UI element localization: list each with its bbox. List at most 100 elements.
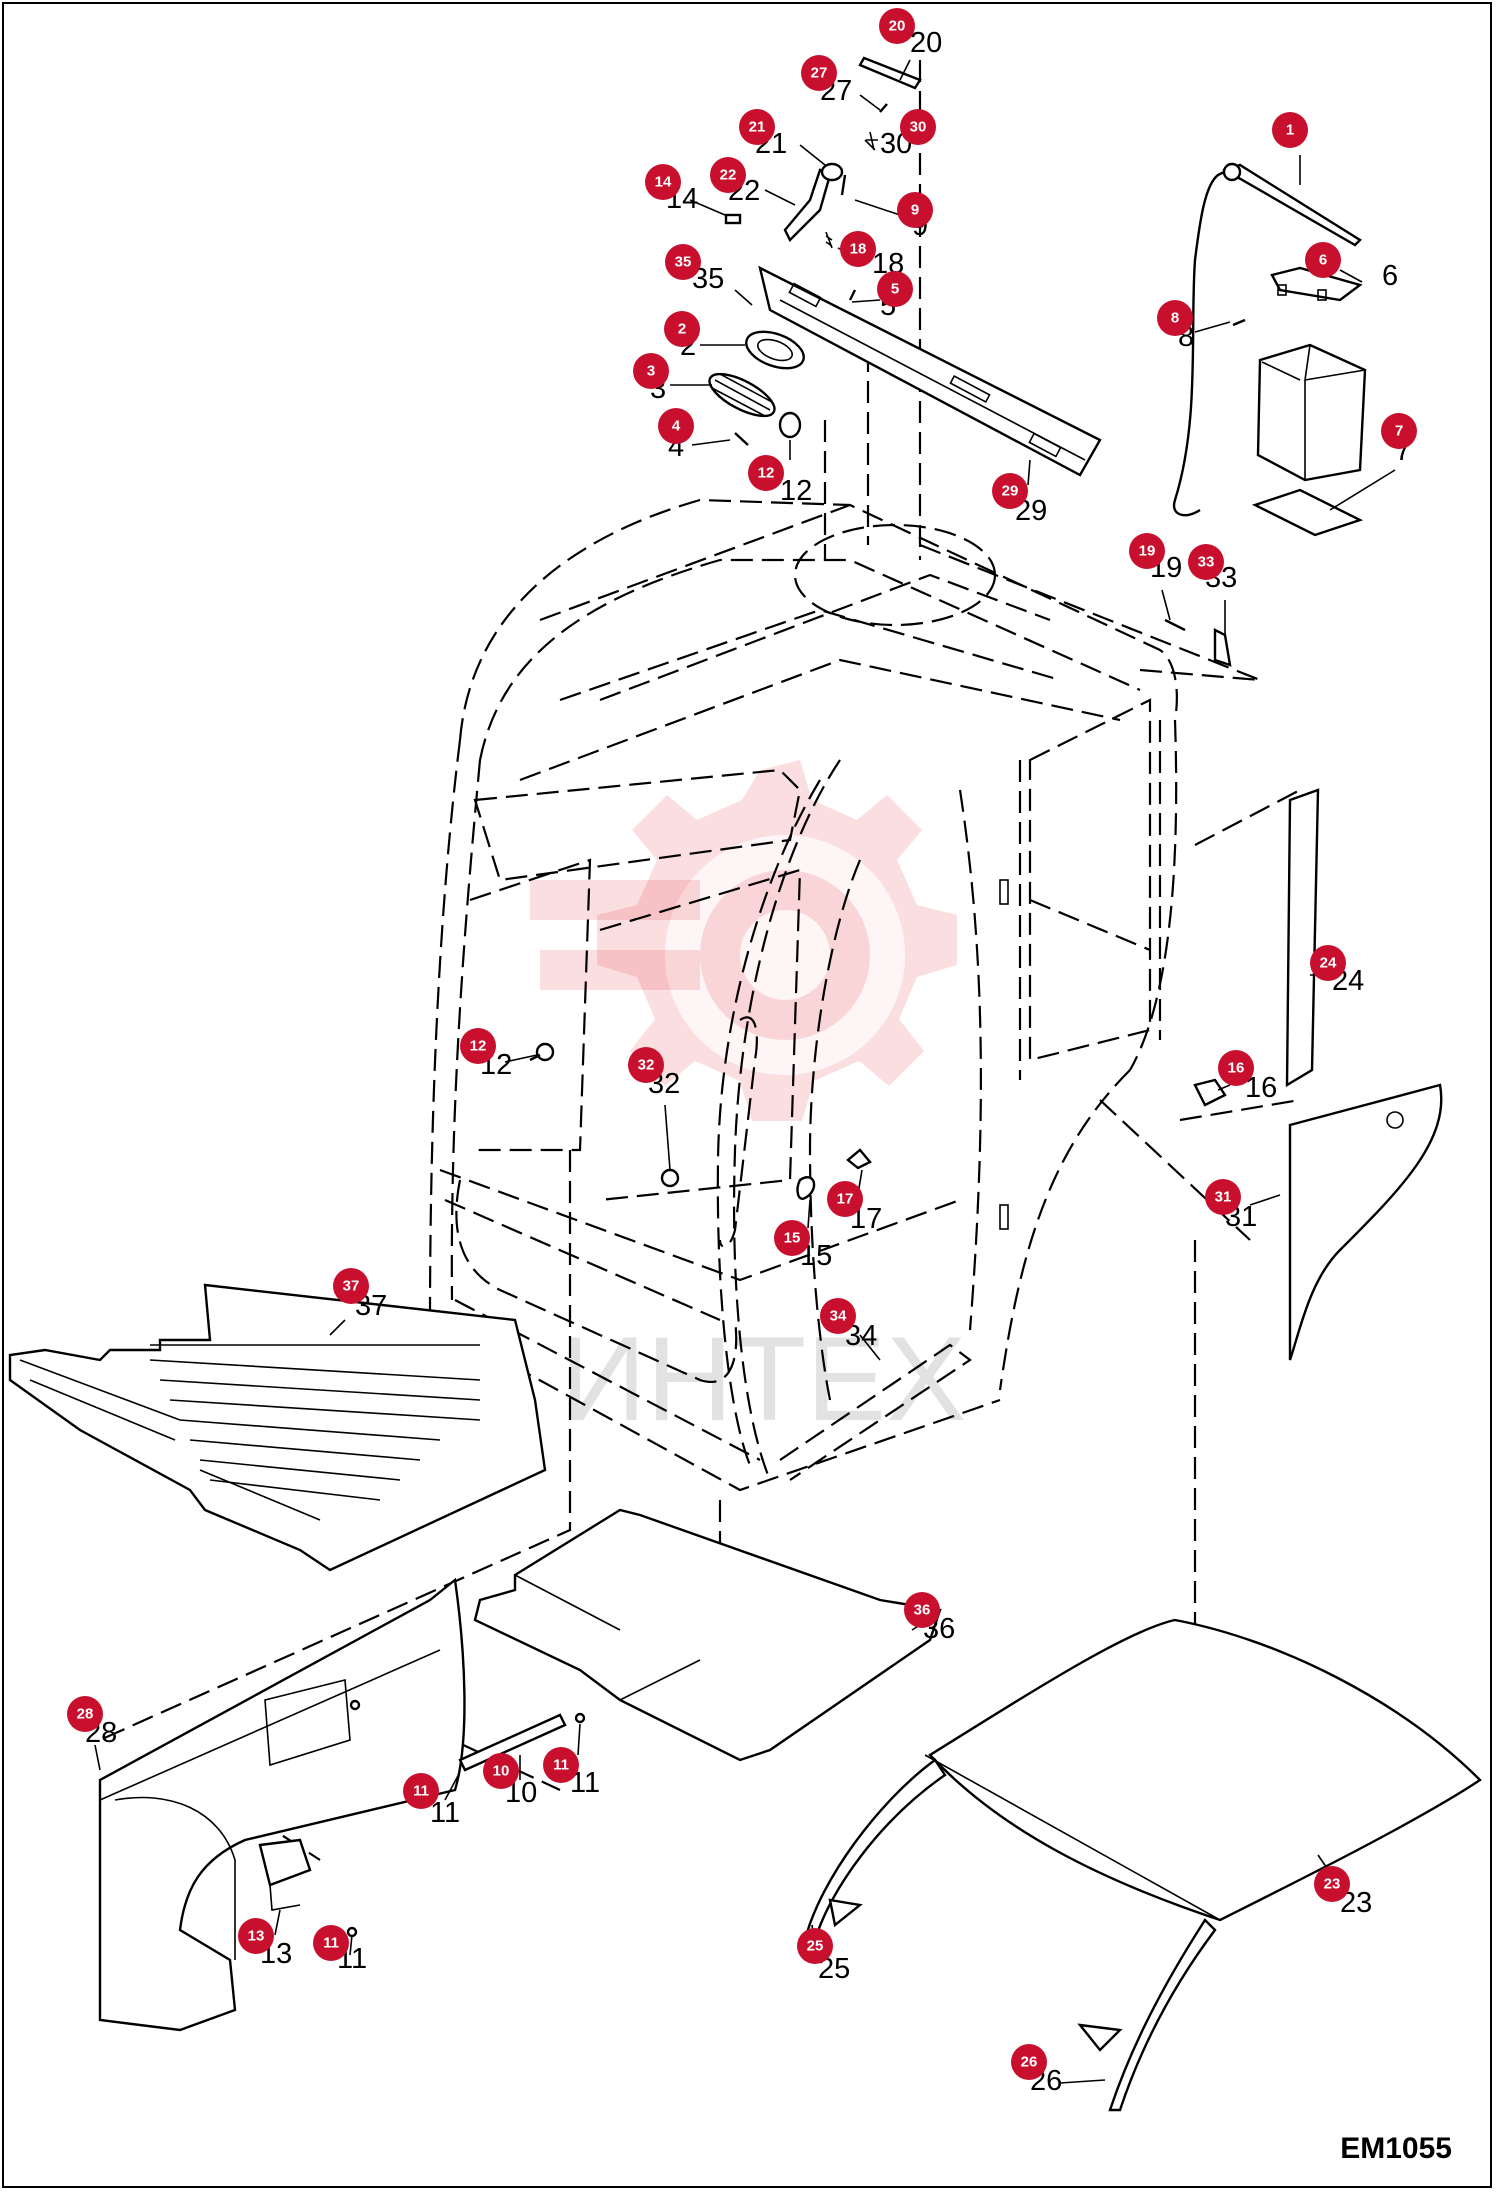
roof-side-trim-25	[803, 1758, 947, 1942]
badge-circle	[460, 1028, 496, 1064]
badge-circle	[645, 164, 681, 200]
callout-badge-17[interactable]: 17	[827, 1181, 863, 1217]
badge-number: 37	[343, 1278, 360, 1295]
leader-line-16	[1217, 1084, 1231, 1091]
badge-circle	[1305, 242, 1341, 278]
rear-trim-panel-31	[1288, 1083, 1443, 1361]
badge-number: 12	[758, 465, 775, 482]
callout-badge-34[interactable]: 34	[820, 1298, 856, 1334]
leader-line-6	[1339, 269, 1363, 283]
badge-circle	[67, 1696, 103, 1732]
leader-line-11b	[577, 1723, 581, 1756]
callout-badge-36[interactable]: 36	[904, 1592, 940, 1628]
watermark-logo	[530, 760, 957, 1121]
badge-circle	[904, 1592, 940, 1628]
badge-number: 8	[1171, 310, 1179, 327]
callout-badge-14[interactable]: 14	[645, 164, 681, 200]
badge-circle	[1310, 945, 1346, 981]
leader-line-9	[854, 199, 901, 216]
badge-circle	[897, 192, 933, 228]
left-side-console	[98, 1577, 466, 2032]
badge-circle	[1205, 1179, 1241, 1215]
callout-badge-20[interactable]: 20	[879, 8, 915, 44]
badge-circle	[1011, 2044, 1047, 2080]
badge-number: 33	[1198, 554, 1215, 571]
callout-badge-32[interactable]: 32	[628, 1047, 664, 1083]
callout-badge-37[interactable]: 37	[333, 1268, 369, 1304]
badge-number: 19	[1139, 543, 1156, 560]
callout-badge-29[interactable]: 29	[992, 473, 1028, 509]
callout-badge-6[interactable]: 6	[1305, 242, 1341, 278]
leader-line-13	[274, 1909, 281, 1936]
badge-circle	[1157, 300, 1193, 336]
badge-number: 15	[784, 1230, 801, 1247]
callout-badge-7[interactable]: 7	[1381, 413, 1417, 449]
callout-badge-11c[interactable]: 11	[313, 1925, 349, 1961]
badge-number: 2	[678, 321, 686, 338]
callout-badge-16[interactable]: 16	[1218, 1050, 1254, 1086]
badge-number: 35	[675, 254, 692, 271]
callout-badge-4[interactable]: 4	[658, 408, 694, 444]
leader-line-29	[1027, 459, 1031, 486]
badge-circle	[1272, 112, 1308, 148]
leader-line-28	[94, 1744, 101, 1771]
leader-line-31	[1249, 1194, 1281, 1206]
callout-badge-35[interactable]: 35	[665, 244, 701, 280]
callout-badge-8[interactable]: 8	[1157, 300, 1193, 336]
badge-number: 25	[807, 1938, 824, 1955]
leader-line-8	[1194, 321, 1231, 333]
part-number-6: 6	[1382, 260, 1398, 292]
callout-badge-21[interactable]: 21	[739, 109, 775, 145]
drawing-code: EM1055	[1340, 2132, 1452, 2165]
badge-number: 6	[1319, 252, 1327, 269]
leader-line-37	[329, 1319, 346, 1336]
callout-badge-11b[interactable]: 11	[543, 1747, 579, 1783]
leader-line-11a	[444, 1771, 461, 1801]
callout-badge-2[interactable]: 2	[664, 311, 700, 347]
callout-badge-27[interactable]: 27	[801, 55, 837, 91]
callout-badge-5[interactable]: 5	[877, 271, 913, 307]
callout-badge-15[interactable]: 15	[774, 1220, 810, 1256]
interior-fasteners	[529, 879, 1227, 1230]
callout-badge-1[interactable]: 1	[1272, 112, 1308, 148]
badge-circle	[1381, 413, 1417, 449]
callout-badge-12b[interactable]: 12	[460, 1028, 496, 1064]
badge-number: 5	[891, 281, 899, 298]
callout-badge-26[interactable]: 26	[1011, 2044, 1047, 2080]
badge-number: 3	[647, 363, 655, 380]
part-number-11a: 11	[430, 1797, 460, 1829]
callout-badge-18[interactable]: 18	[840, 231, 876, 267]
callout-badge-24[interactable]: 24	[1310, 945, 1346, 981]
callout-badge-30[interactable]: 30	[900, 109, 936, 145]
badge-circle	[877, 271, 913, 307]
leader-line-22	[764, 189, 796, 206]
callout-badge-3[interactable]: 3	[633, 353, 669, 389]
callout-badge-25[interactable]: 25	[797, 1928, 833, 1964]
badge-number: 23	[1324, 1876, 1341, 1893]
badge-circle	[879, 8, 915, 44]
callout-badge-33[interactable]: 33	[1188, 544, 1224, 580]
badge-number: 16	[1228, 1060, 1245, 1077]
badge-circle	[801, 55, 837, 91]
callout-badge-28[interactable]: 28	[67, 1696, 103, 1732]
badge-number: 9	[911, 202, 919, 219]
badge-circle	[403, 1773, 439, 1809]
callout-badge-23[interactable]: 23	[1314, 1866, 1350, 1902]
badge-number: 22	[720, 167, 737, 184]
callout-badge-11a[interactable]: 11	[403, 1773, 439, 1809]
callout-badge-13[interactable]: 13	[238, 1918, 274, 1954]
callout-badge-9[interactable]: 9	[897, 192, 933, 228]
callout-badge-19[interactable]: 19	[1129, 533, 1165, 569]
callout-badge-22[interactable]: 22	[710, 157, 746, 193]
badge-circle	[1188, 544, 1224, 580]
callout-badge-31[interactable]: 31	[1205, 1179, 1241, 1215]
callout-badge-12a[interactable]: 12	[748, 455, 784, 491]
badge-number: 18	[850, 241, 867, 258]
leader-line-12b	[504, 1054, 538, 1063]
leader-line-35	[734, 289, 753, 306]
badge-number: 29	[1002, 483, 1019, 500]
callout-badge-10[interactable]: 10	[483, 1753, 519, 1789]
leader-line-11c	[349, 1934, 353, 1956]
